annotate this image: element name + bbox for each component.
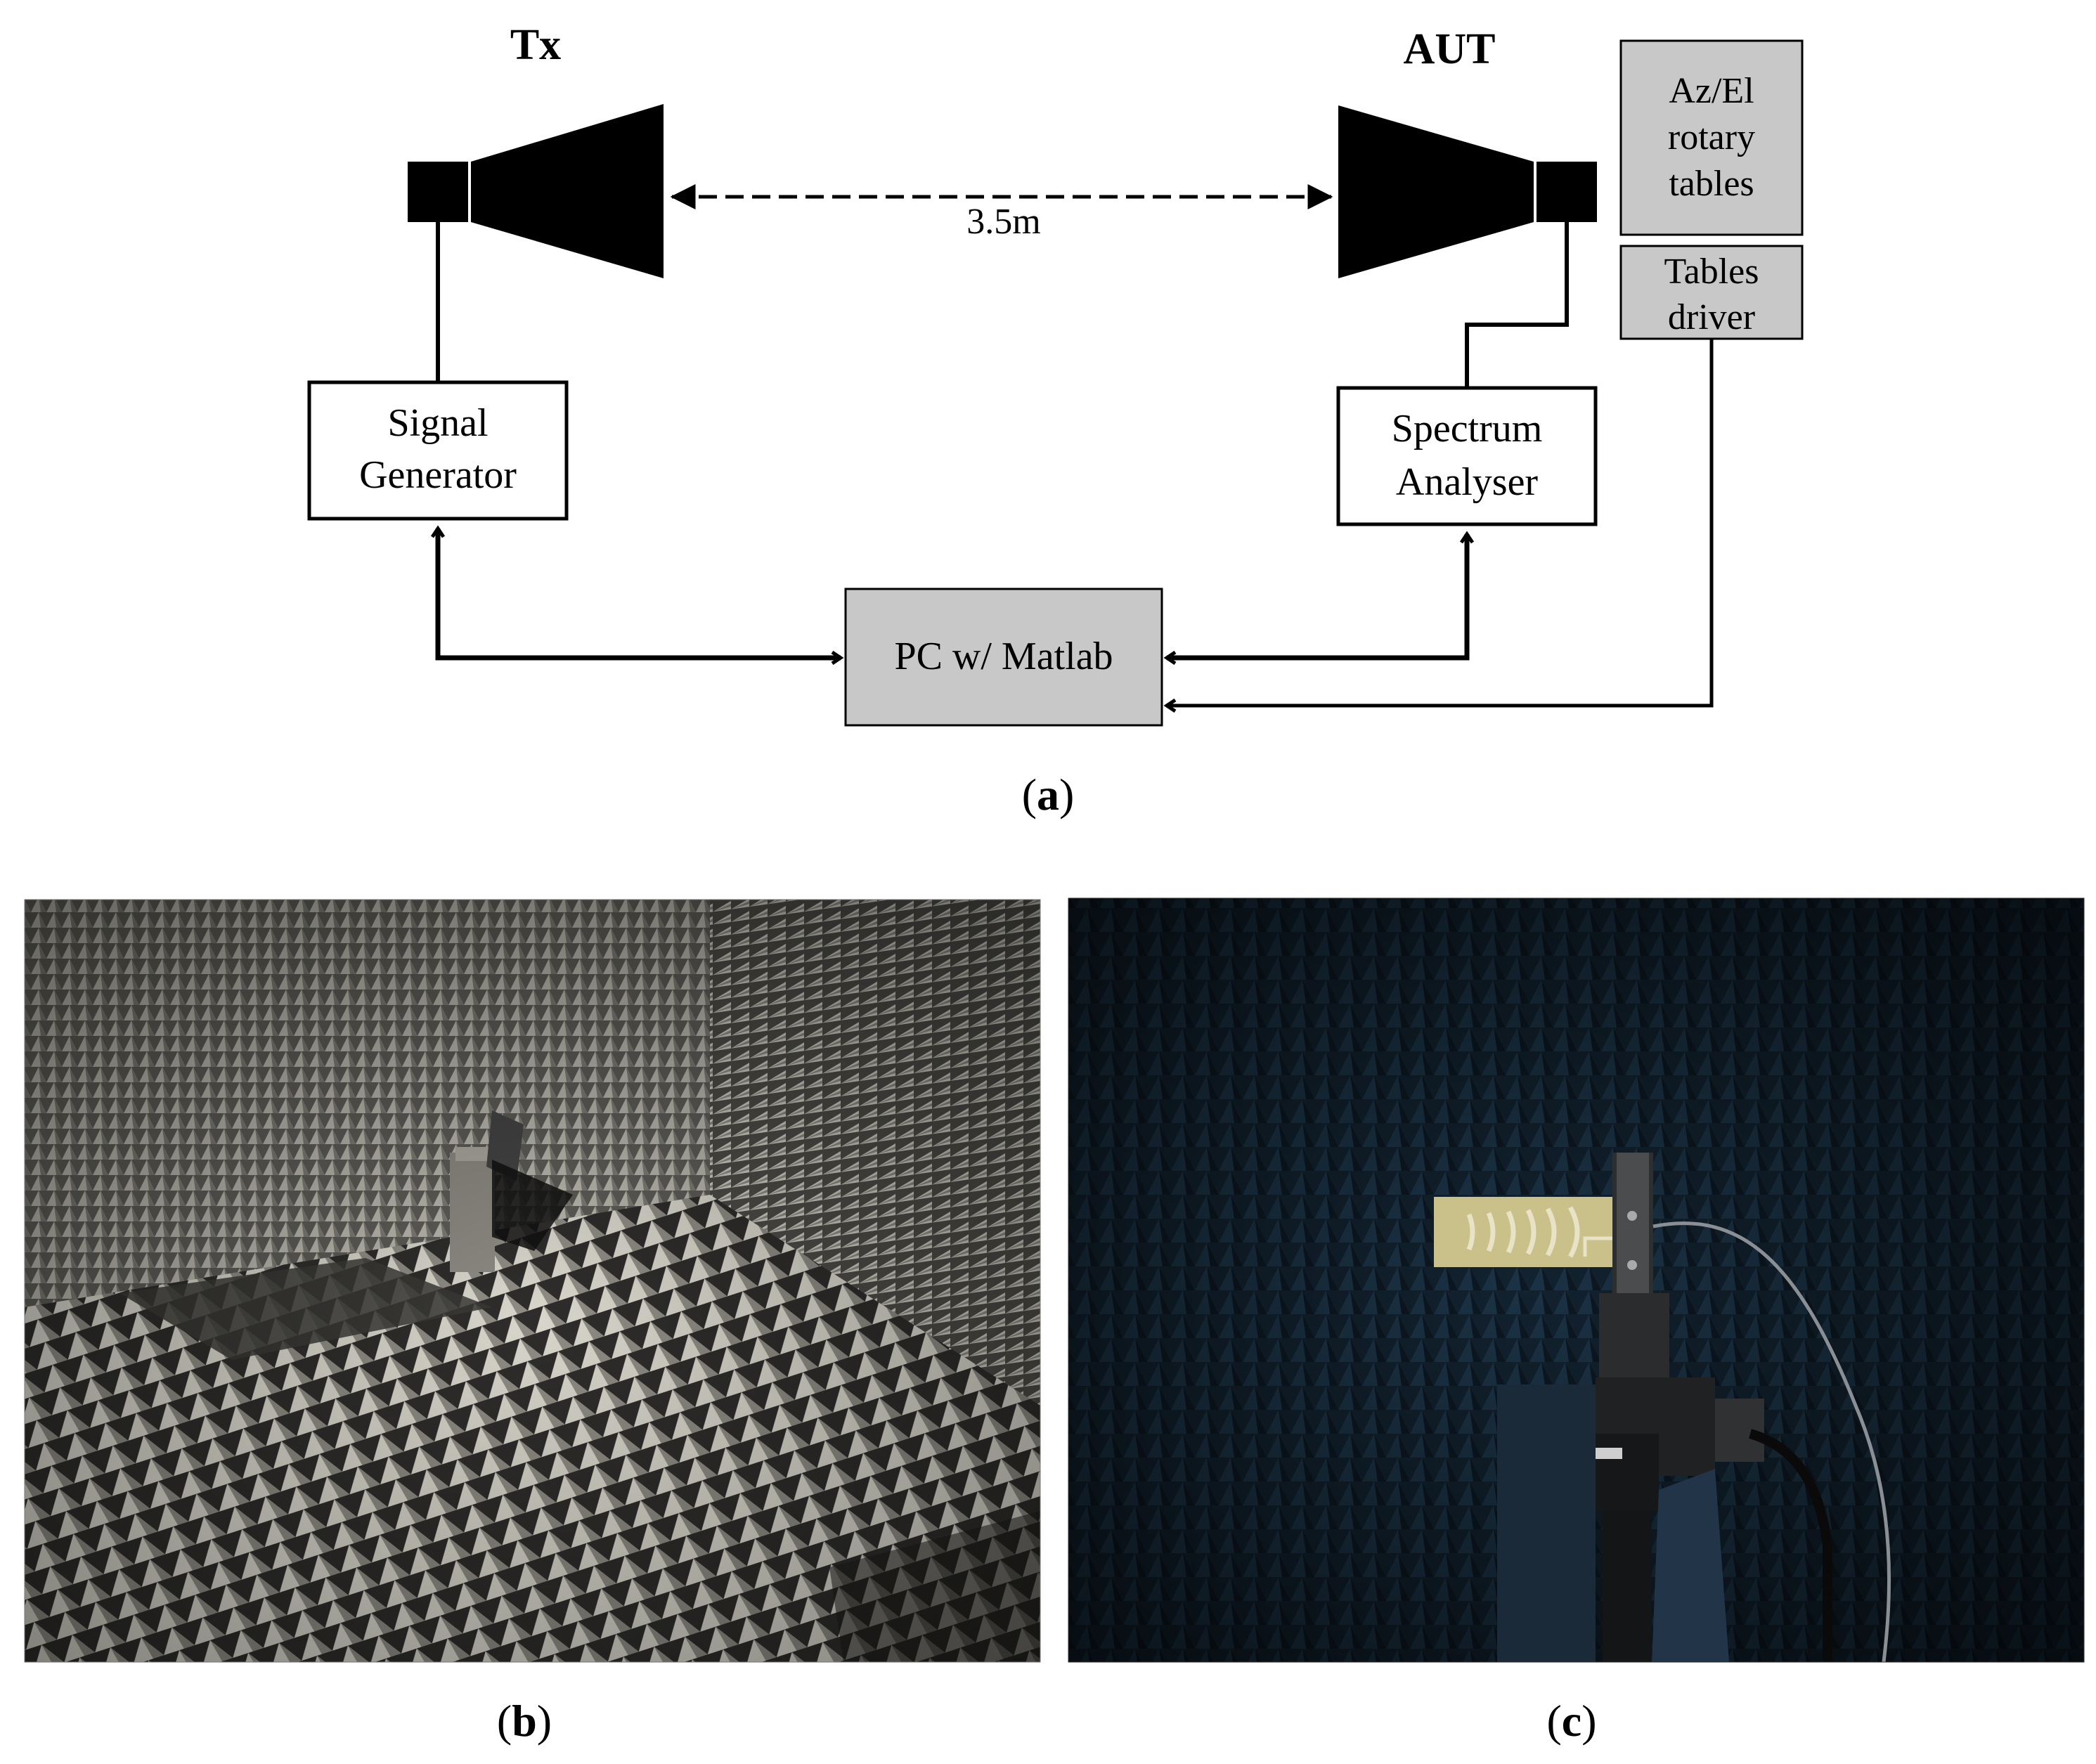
rotary-tables-line-3: tables [1669,164,1754,204]
distance-label: 3.5m [966,202,1040,242]
block-diagram: Tx AUT 3.5m Signal Generator Spectrum An… [307,21,1804,727]
signal-generator-line-1: Signal [387,401,488,445]
tables-driver-line-2: driver [1668,297,1755,337]
tables-driver-box: Tables driver [1619,245,1804,340]
pc-label: PC w/ Matlab [894,635,1113,678]
rotary-tables-line-2: rotary [1668,117,1755,157]
tx-horn-antenna [408,104,664,278]
tables-driver-to-pc-line [1167,339,1714,706]
tx-label: Tx [510,21,561,69]
signal-generator-line-2: Generator [359,453,517,497]
caption-a: (a) [1022,770,1075,819]
aut-horn-antenna [1338,105,1597,278]
aut-on-positioner-photo [1068,898,2084,1662]
rotary-tables-line-1: Az/El [1669,71,1754,111]
spectrum-analyser-box: Spectrum Analyser [1336,386,1598,526]
caption-b: (b) [497,1696,552,1746]
photo-b-frame [24,899,1041,1663]
pc-to-spectrum-analyser-line [1167,534,1467,658]
spectrum-analyser-line-1: Spectrum [1392,407,1543,450]
rotary-tables-box: Az/El rotary tables [1619,39,1804,236]
spectrum-analyser-line-2: Analyser [1396,460,1539,504]
photo-c-frame [1068,897,2085,1663]
aut-feed-line [1465,222,1569,388]
pc-to-signal-generator-line [438,528,841,658]
tables-driver-line-1: Tables [1664,252,1759,292]
antenna-board [1434,1197,1645,1267]
caption-c: (c) [1546,1696,1596,1746]
aut-label: AUT [1404,25,1496,73]
signal-generator-box: Signal Generator [307,380,569,521]
anechoic-chamber-photo [25,900,1040,1662]
pc-box: PC w/ Matlab [844,588,1163,727]
